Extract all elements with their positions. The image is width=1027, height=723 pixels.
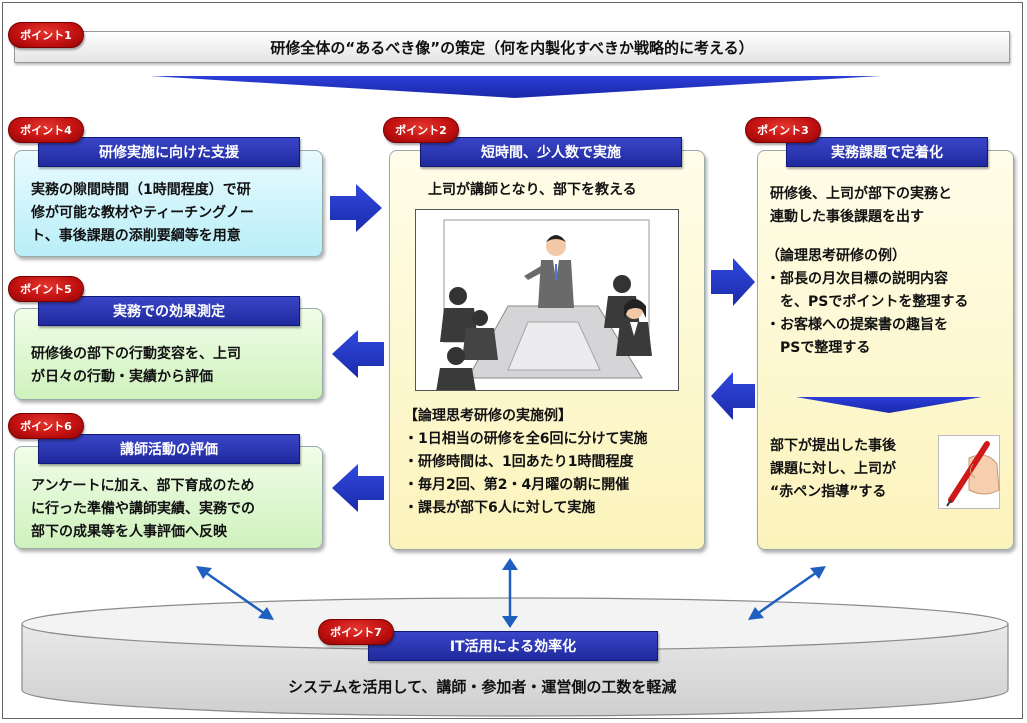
point3-item-1: ・部長の月次目標の説明内容 xyxy=(766,271,948,287)
point3-item-3: ・お客様への提案書の趣旨を xyxy=(766,317,948,333)
arrow-left-to-point6 xyxy=(332,464,384,512)
point6-line-3: 部下の成果等を人事評価へ反映 xyxy=(31,524,227,540)
point3-chevron-arrow xyxy=(796,397,982,413)
point1-badge: ポイント1 xyxy=(8,22,84,48)
point3-item-2: を、PSでポイントを整理する xyxy=(766,294,969,310)
point4-title: 研修実施に向けた支援 xyxy=(38,137,300,167)
arrow-right-to-point2 xyxy=(330,184,382,232)
arrow-right-to-point3 xyxy=(711,258,755,306)
point4-line-1: 実務の隙間時間（1時間程度）で研 xyxy=(31,182,251,198)
point2-box: 上司が講師となり、部下を教える xyxy=(389,150,705,550)
point1-banner: 研修全体の“あるべき像”の策定（何を内製化すべきか戦略的に考える） xyxy=(14,31,1010,63)
point5-title: 実務での効果測定 xyxy=(38,296,300,326)
point4-badge: ポイント4 xyxy=(8,117,84,143)
point6-title: 講師活動の評価 xyxy=(38,434,300,464)
point3-bottom-line-3: “赤ペン指導”する xyxy=(770,484,887,500)
point3-line-1: 研修後、上司が部下の実務と xyxy=(770,186,952,202)
point5-line-2: が日々の行動・実績から評価 xyxy=(31,369,213,385)
point4-line-2: 修が可能な教材やティーチングノー xyxy=(31,205,254,221)
point6-line-2: に行った準備や講師実績、実務での xyxy=(31,501,255,517)
connector-arrow-right xyxy=(748,566,826,620)
point3-item-4: PSで整理する xyxy=(766,340,871,356)
point6-badge: ポイント6 xyxy=(8,413,84,439)
point3-badge: ポイント3 xyxy=(745,117,821,143)
point3-title: 実務課題で定着化 xyxy=(786,137,988,167)
point5-line-1: 研修後の部下の行動変容を、上司 xyxy=(31,346,241,362)
connector-arrow-center xyxy=(502,558,518,628)
point7-text: システムを活用して、講師・参加者・運営側の工数を軽減 xyxy=(288,678,677,696)
connector-arrow-left xyxy=(196,566,274,620)
point3-bottom-line-2: 課題に対し、上司が xyxy=(770,461,896,477)
arrow-left-to-point5 xyxy=(332,330,384,378)
point3-box: 研修後、上司が部下の実務と 連動した事後課題を出す （論理思考研修の例） ・部長… xyxy=(757,150,1014,550)
point2-item-3: ・毎月2回、第2・4月曜の朝に開催 xyxy=(404,477,630,493)
point2-subtitle: 上司が講師となり、部下を教える xyxy=(428,182,637,198)
point3-bottom-line-1: 部下が提出した事後 xyxy=(770,438,896,454)
point4-box: 実務の隙間時間（1時間程度）で研 修が可能な教材やティーチングノー ト、事後課題… xyxy=(14,150,323,257)
point1-text: 研修全体の“あるべき像”の策定（何を内製化すべきか戦略的に考える） xyxy=(270,38,754,57)
meeting-illustration xyxy=(415,209,679,391)
point2-title: 短時間、少人数で実施 xyxy=(420,137,682,167)
point2-item-1: ・1日相当の研修を全6回に分けて実施 xyxy=(404,431,648,447)
point7-badge: ポイント7 xyxy=(318,619,394,645)
point7-title: IT活用による効率化 xyxy=(368,631,658,661)
top-chevron-arrow xyxy=(150,76,880,98)
point2-badge: ポイント2 xyxy=(383,117,459,143)
point2-item-4: ・課長が部下6人に対して実施 xyxy=(404,500,596,516)
red-pen-illustration xyxy=(938,435,1000,509)
point2-example-heading: 【論理思考研修の実施例】 xyxy=(404,408,572,424)
arrow-left-to-point2 xyxy=(711,372,755,420)
point2-item-2: ・研修時間は、1回あたり1時間程度 xyxy=(404,454,634,470)
point6-line-1: アンケートに加え、部下育成のため xyxy=(31,478,255,494)
point4-line-3: ト、事後課題の添削要綱等を用意 xyxy=(31,228,241,244)
point3-line-2: 連動した事後課題を出す xyxy=(770,209,924,225)
point5-badge: ポイント5 xyxy=(8,276,84,302)
point3-example-heading: （論理思考研修の例） xyxy=(766,248,906,264)
